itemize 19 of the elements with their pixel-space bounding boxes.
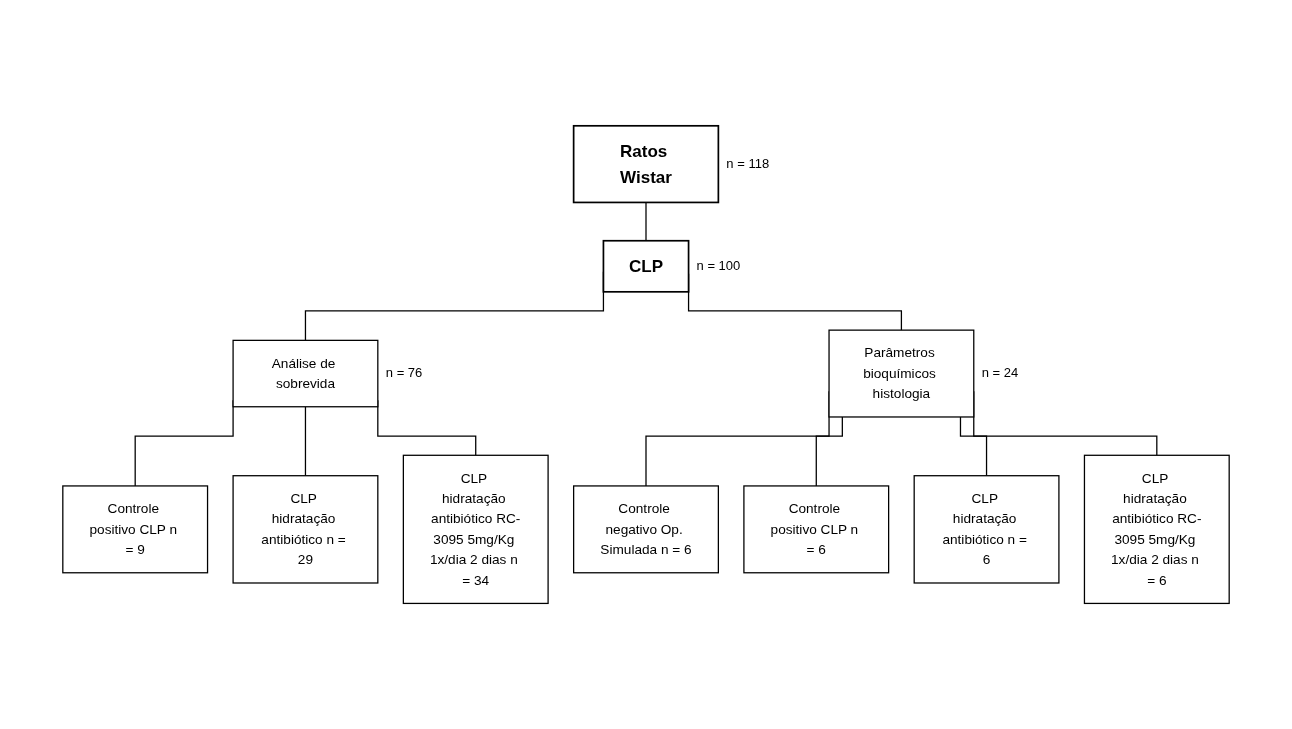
node-box: Controle negativo Op. Simulada n = 6 <box>573 485 719 574</box>
node-box: CLP hidratação antibiótico n = 29 <box>232 474 379 584</box>
node-box: Controle positivo CLP n = 9 <box>62 485 209 574</box>
node-box: Ratos Wistar <box>572 124 720 204</box>
connector <box>959 416 988 477</box>
sample-size-text: n = 24 <box>981 365 1019 381</box>
node-box: Controle positivo CLP n = 6 <box>743 485 890 574</box>
connector <box>645 201 647 242</box>
sample-size-text: n = 118 <box>726 156 770 171</box>
node-box: CLP <box>602 239 690 293</box>
node-box: CLP hidratação antibiótico RC-3095 5mg/Kg 1x/dia 2 dias n = 6 <box>1083 454 1230 604</box>
node-box: Análise de sobrevida <box>232 339 379 408</box>
node-box: CLP hidratação antibiótico n = 6 <box>913 474 1060 584</box>
connector <box>304 406 307 477</box>
node-box: Parâmetros bioquímicos histologia <box>828 329 975 418</box>
sample-size-text: n = 100 <box>696 258 741 274</box>
connector <box>815 416 843 487</box>
sample-size-text: n = 76 <box>385 365 423 381</box>
node-box: CLP hidratação antibiótico RC-3095 5mg/Kg 1x/dia 2 dias n = 34 <box>402 454 549 604</box>
